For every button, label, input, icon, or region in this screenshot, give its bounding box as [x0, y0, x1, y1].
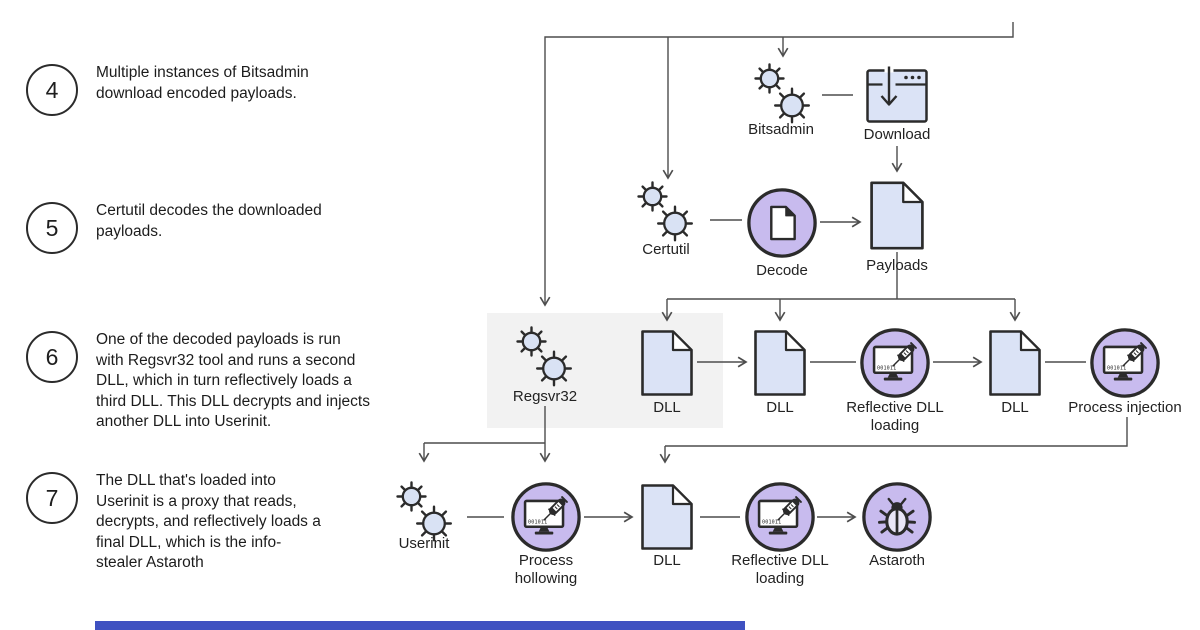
- step-description: Certutil decodes the downloaded payloads…: [96, 202, 322, 240]
- node-label-payloads: Payloads: [866, 257, 928, 274]
- step-number: 4: [45, 76, 59, 103]
- node-label-astaroth: Astaroth: [869, 552, 925, 569]
- gears-icon: [515, 325, 573, 387]
- node-label-userinit: Userinit: [398, 535, 450, 552]
- step-number: 5: [45, 214, 59, 241]
- node-label-process-injection: Process injection: [1068, 399, 1182, 416]
- document-icon: [640, 483, 694, 551]
- step-number: 6: [45, 343, 59, 370]
- step-description: Multiple instances of Bitsadmin download…: [96, 64, 309, 102]
- document-circle-icon: [745, 186, 819, 260]
- gears-icon: [395, 480, 453, 542]
- document-icon: [869, 180, 925, 251]
- node-label-dll: DLL: [653, 552, 681, 569]
- document-icon: [988, 329, 1042, 397]
- monitor-syringe-icon: [858, 326, 932, 400]
- document-icon: [753, 329, 807, 397]
- step-number-badge: 4: [26, 64, 78, 116]
- node-label-bitsadmin: Bitsadmin: [748, 121, 814, 138]
- node-label-decode: Decode: [756, 262, 808, 279]
- gears-icon: [753, 62, 811, 124]
- step-description: One of the decoded payloads is run with …: [96, 331, 370, 431]
- step-number-badge: 5: [26, 202, 78, 254]
- node-label-dll: DLL: [653, 399, 681, 416]
- step-number: 7: [45, 484, 59, 511]
- monitor-syringe-icon: [509, 480, 583, 554]
- node-label-reflective-dll-loading: Reflective DLL loading: [846, 399, 944, 434]
- step-number-badge: 6: [26, 331, 78, 383]
- step-description: The DLL that's loaded into Userinit is a…: [96, 472, 321, 572]
- gears-icon: [636, 180, 694, 242]
- monitor-syringe-icon: [1088, 326, 1162, 400]
- node-label-dll: DLL: [1001, 399, 1029, 416]
- node-label-dll: DLL: [766, 399, 794, 416]
- node-label-regsvr32: Regsvr32: [512, 388, 578, 405]
- node-label-download: Download: [863, 126, 931, 143]
- step-number-badge: 7: [26, 472, 78, 524]
- bottom-accent-bar: [95, 621, 745, 630]
- node-label-process-hollowing: Process hollowing: [514, 552, 578, 587]
- bug-icon: [860, 480, 934, 554]
- monitor-syringe-icon: [743, 480, 817, 554]
- node-label-certutil: Certutil: [642, 241, 690, 258]
- node-label-reflective-dll-loading: Reflective DLL loading: [731, 552, 829, 587]
- browser-download-icon: [865, 66, 929, 124]
- document-icon: [640, 329, 694, 397]
